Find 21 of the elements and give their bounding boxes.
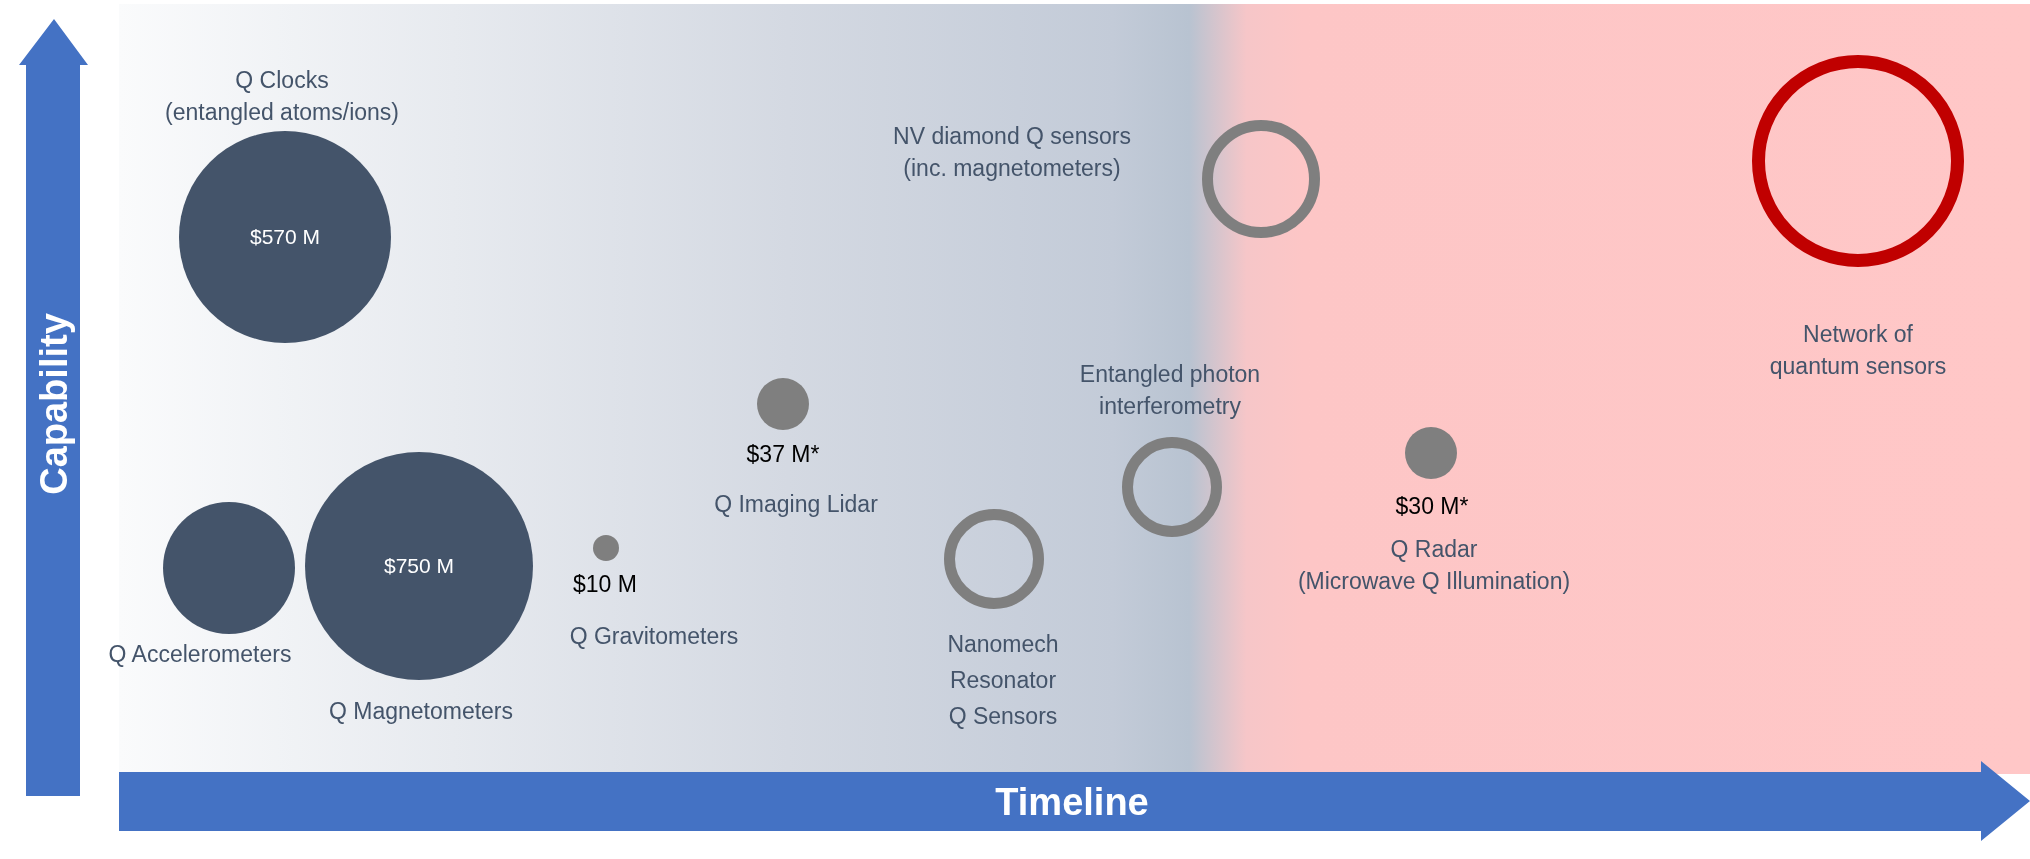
funding-value: $30 M* <box>1395 492 1469 521</box>
bubble-label: Q Radar (Microwave Q Illumination) <box>1297 535 1571 596</box>
bubble-label: Q Magnetometers <box>328 697 514 726</box>
funding-value: $37 M* <box>746 440 820 469</box>
funding-value: $570 M <box>249 225 320 249</box>
bubble-label: Q Accelerometers <box>108 640 292 669</box>
axis-title: Capability <box>32 313 76 495</box>
axis-title: Timeline <box>995 780 1149 824</box>
bubble-label: Nanomech Resonator Q Sensors <box>947 630 1059 731</box>
ring-marker <box>1122 437 1222 537</box>
bubble-label: Q Imaging Lidar <box>714 490 878 519</box>
bubble-label: Network of quantum sensors <box>1769 320 1947 381</box>
funding-value: $750 M <box>383 554 454 578</box>
ring-marker <box>1752 55 1964 267</box>
ring-marker <box>944 509 1044 609</box>
bubble-label: Q Gravitometers <box>569 622 739 651</box>
bubble-label: Entangled photon interferometry <box>1079 360 1261 421</box>
ring-marker <box>1202 120 1320 238</box>
funding-value: $10 M <box>573 570 637 599</box>
bubble-label: NV diamond Q sensors (inc. magnetometers) <box>893 122 1131 183</box>
bubble-label: Q Clocks (entangled atoms/ions) <box>165 66 399 127</box>
